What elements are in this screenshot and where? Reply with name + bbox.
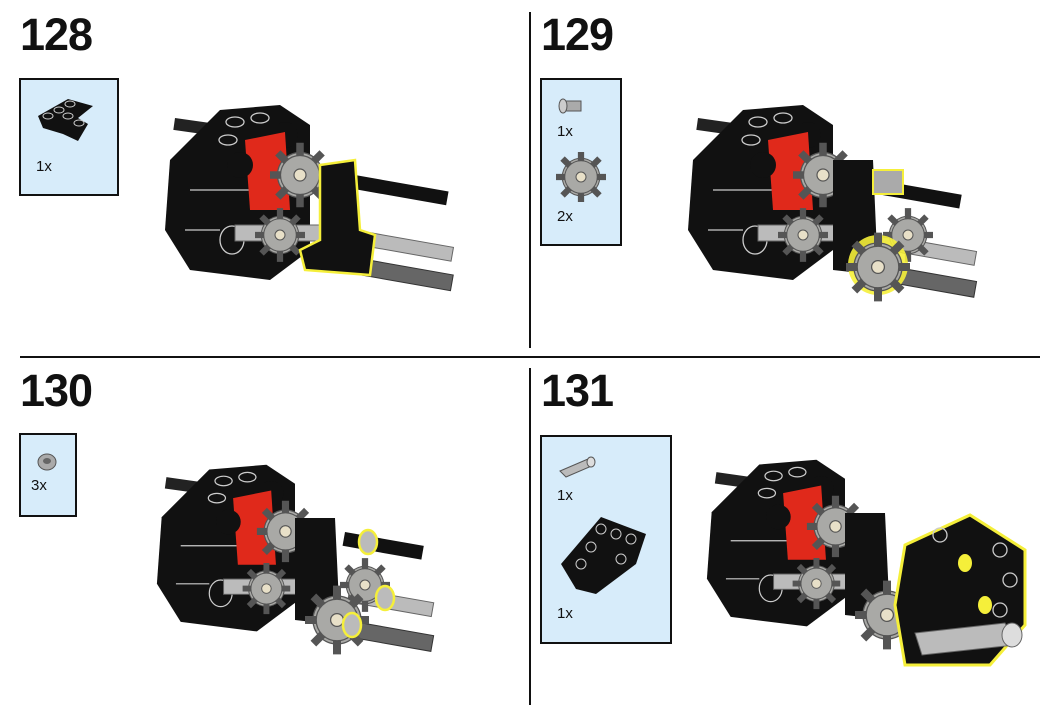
half-bushing-icon	[37, 453, 57, 471]
step-number: 129	[541, 9, 614, 60]
step-number: 128	[20, 9, 93, 60]
part-quantity: 1x	[557, 487, 573, 504]
step-129-model	[683, 100, 978, 315]
step-128-model	[160, 100, 455, 292]
part-quantity: 3x	[31, 477, 47, 494]
step-130-model	[150, 460, 435, 675]
parts-callout: 3x	[19, 433, 77, 517]
part-quantity: 1x	[557, 123, 573, 140]
parts-callout: 1x 1x	[540, 435, 672, 644]
t-beam-icon	[38, 99, 93, 141]
divider-vertical-bottom	[529, 368, 531, 705]
axle-connector-icon	[559, 456, 596, 478]
parts-callout: 1x	[19, 78, 119, 196]
step-number: 130	[20, 365, 93, 416]
step-131-model	[700, 455, 1027, 667]
divider-horizontal	[20, 356, 1040, 358]
part-quantity: 1x	[557, 605, 573, 622]
triangle-beam-icon	[561, 517, 646, 594]
part-quantity: 2x	[557, 208, 573, 225]
step-number: 131	[541, 365, 614, 416]
divider-vertical-top	[529, 12, 531, 348]
bushing-icon	[558, 98, 582, 114]
part-quantity: 1x	[36, 158, 52, 175]
parts-callout: 1x 2x	[540, 78, 622, 246]
gear-icon	[556, 152, 606, 202]
